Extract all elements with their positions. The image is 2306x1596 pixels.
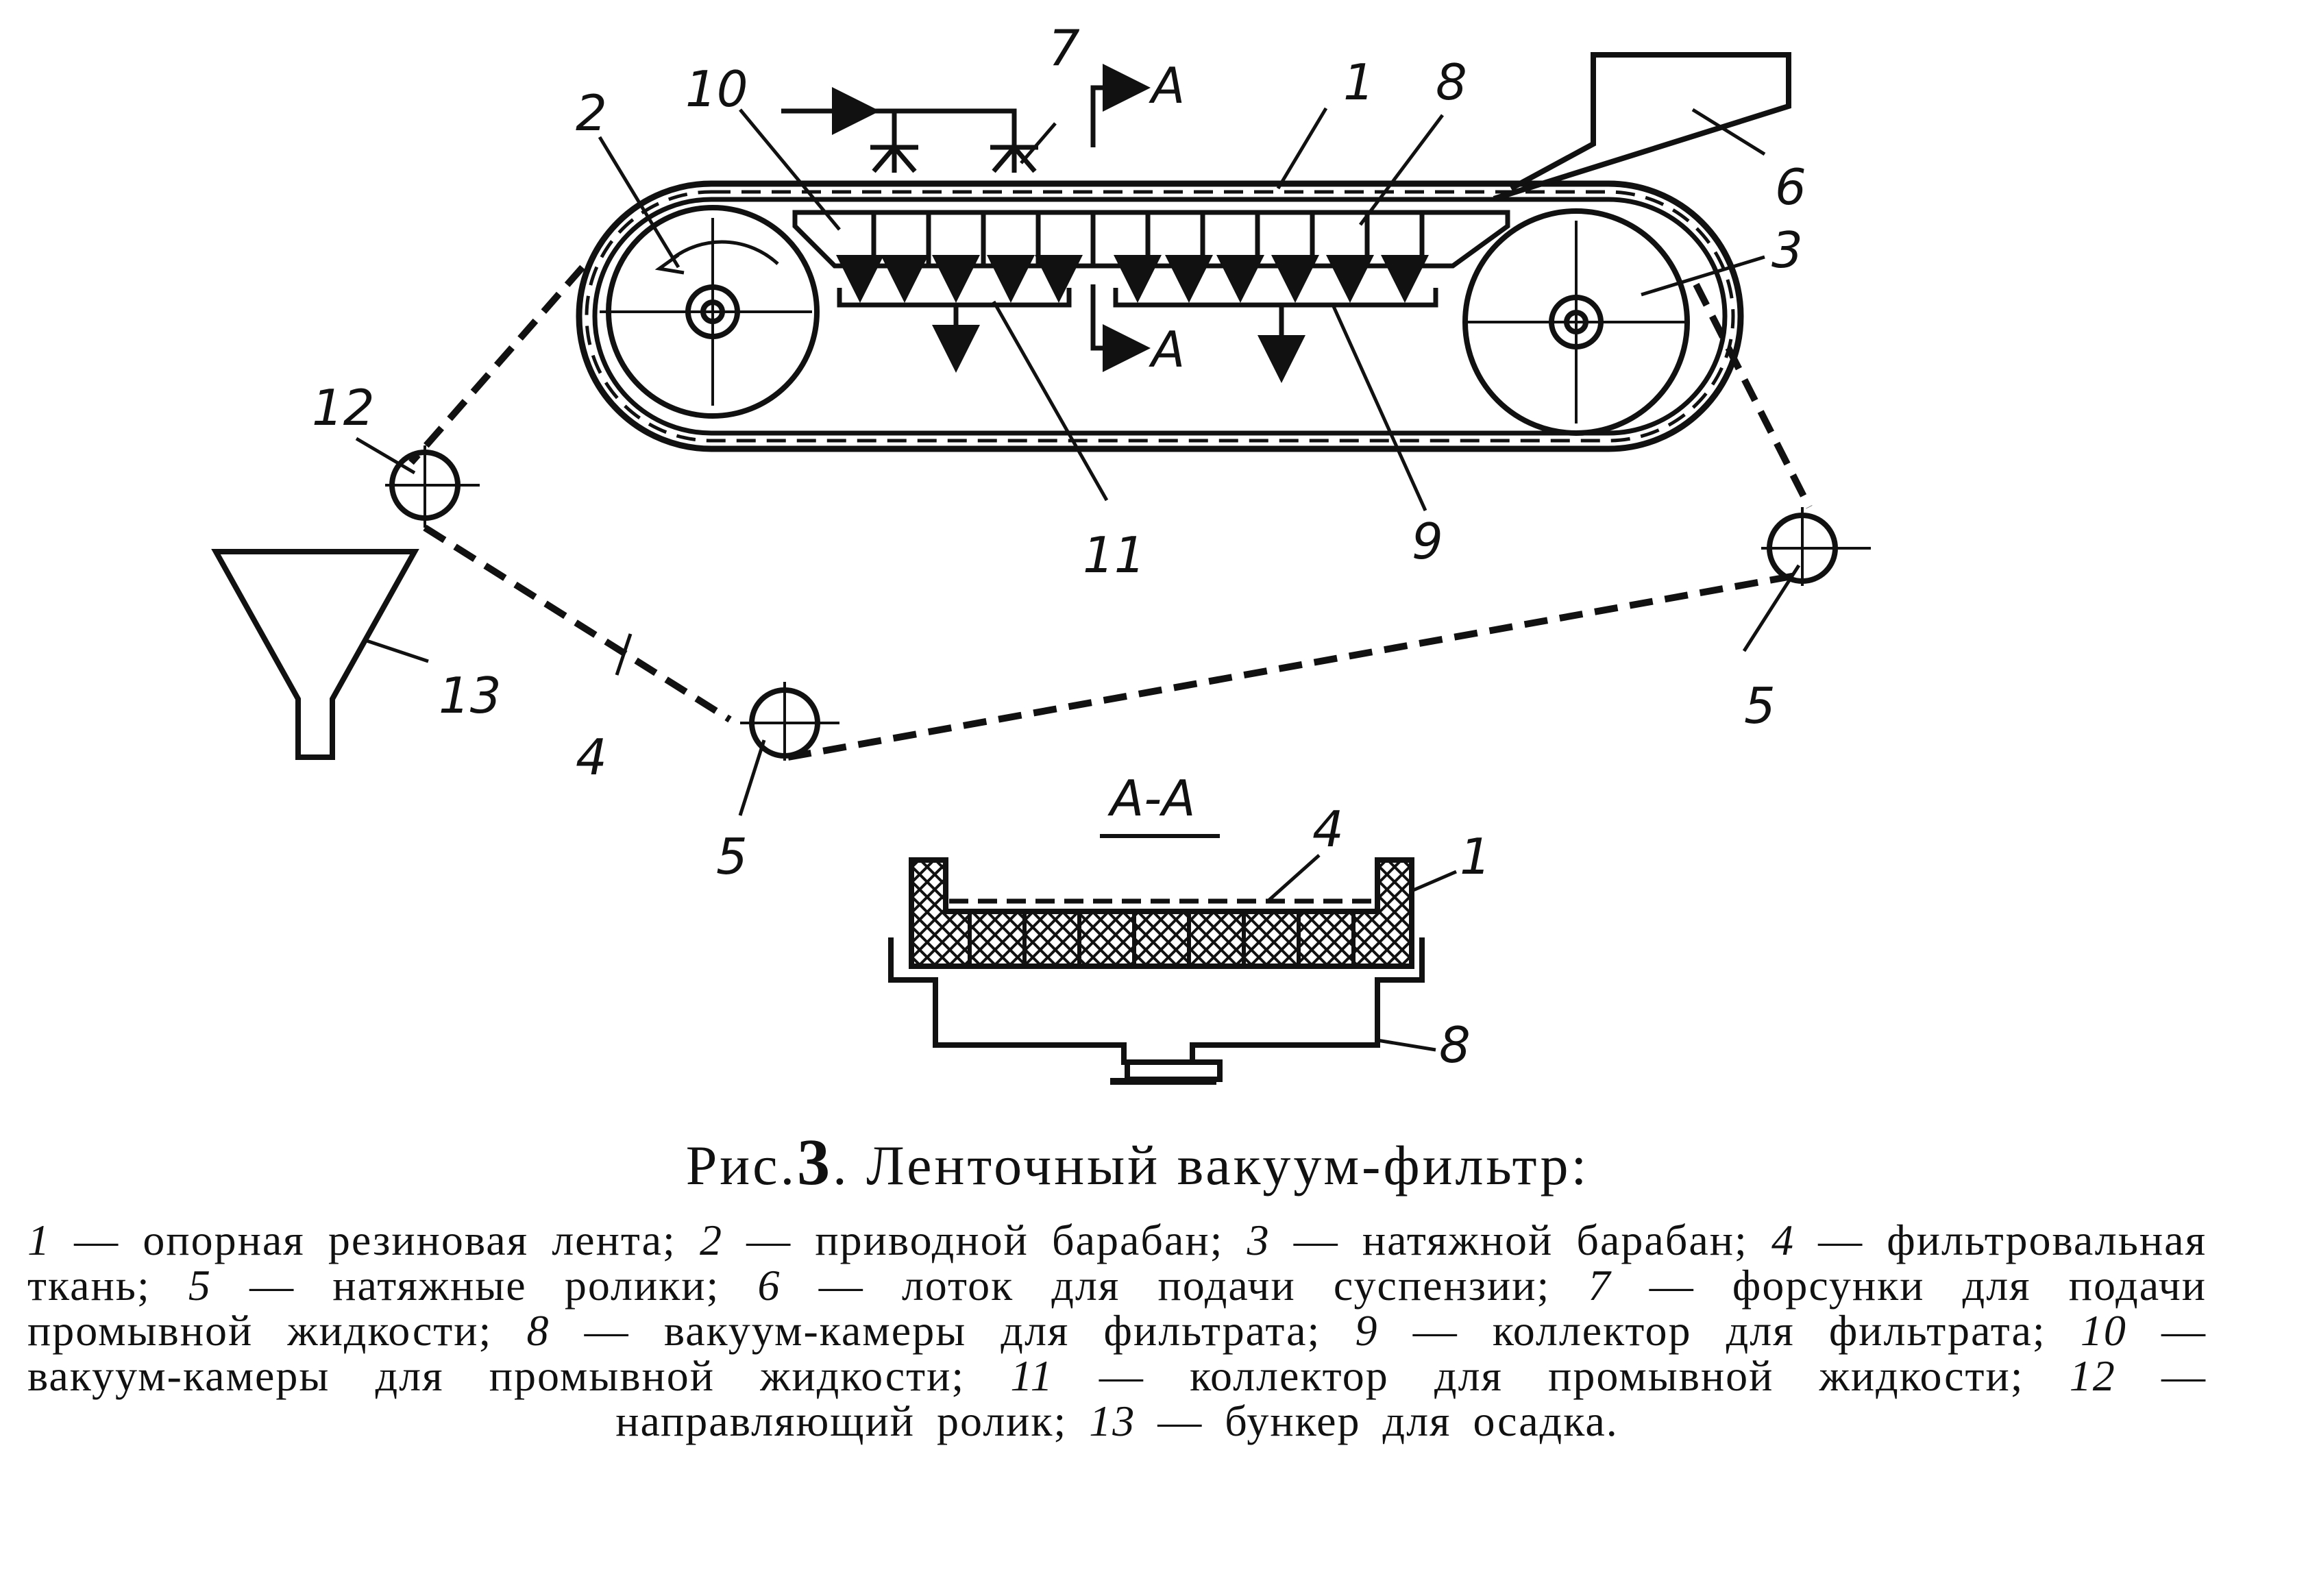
section-callout-4: 4 (1312, 800, 1344, 858)
legend-text: — приводной барабан; (722, 1216, 1247, 1264)
legend-number: 1 (27, 1216, 51, 1264)
callout-12: 12 (312, 379, 375, 437)
callout-4: 4 (576, 728, 607, 786)
legend-text: — натяжные ролики; (211, 1261, 758, 1310)
callout-8: 8 (1436, 53, 1467, 111)
callout-labels: 1 8 7 10 2 6 3 12 13 4 5 5 11 9 A A A-A … (312, 19, 1806, 1074)
figure-legend: 1 — опорная резиновая лента; 2 — приводн… (27, 1218, 2207, 1444)
section-markers (1090, 64, 1151, 372)
legend-text: — коллектор для фильтрата; (1378, 1306, 2081, 1355)
callout-11: 11 (1083, 526, 1146, 584)
callout-10: 10 (685, 60, 748, 118)
legend-text: — опорная резиновая лента; (51, 1216, 700, 1264)
collectors (836, 255, 1438, 383)
tension-roller-bottom (740, 682, 839, 761)
callout-9: 9 (1412, 513, 1443, 570)
cross-section-aa (888, 834, 1457, 1085)
figure-number: 3 (797, 1125, 833, 1199)
caption-title: Рис.3. Ленточный вакуум-фильтр: (69, 1124, 2207, 1200)
guide-roller (385, 445, 480, 528)
suspension-chute (1493, 52, 1791, 201)
callout-7: 7 (1048, 19, 1080, 77)
cake-hopper (211, 549, 419, 760)
legend-text: — лоток для подачи суспензии; (781, 1261, 1589, 1310)
callout-2: 2 (576, 84, 607, 142)
caption-prefix: Рис. (685, 1134, 798, 1196)
callout-5-bottom: 5 (716, 828, 748, 885)
legend-text: — вакуум-камеры для промывной жидкости; (27, 1306, 2207, 1400)
legend-text: — фильтровальная ткань; (27, 1216, 2207, 1310)
legend-text: — натяжной барабан; (1270, 1216, 1771, 1264)
section-title: A-A (1107, 770, 1196, 827)
legend-number: 7 (1588, 1261, 1612, 1310)
legend-number: 10 (2080, 1306, 2127, 1355)
section-mark-top: A (1149, 57, 1185, 114)
legend-number: 11 (1010, 1351, 1054, 1400)
legend-number: 8 (526, 1306, 550, 1355)
callout-3: 3 (1771, 221, 1803, 279)
legend-number: 9 (1355, 1306, 1379, 1355)
legend-text: — направляющий ролик; (615, 1351, 2207, 1445)
tension-roller-right (1761, 507, 1871, 586)
legend-text: — вакуум-камеры для фильтрата; (550, 1306, 1356, 1355)
section-callout-1: 1 (1460, 828, 1491, 885)
section-mark-bottom: A (1149, 321, 1185, 378)
callout-1: 1 (1343, 53, 1375, 111)
support-belt (576, 180, 1744, 452)
legend-number: 3 (1247, 1216, 1271, 1264)
callout-5-right: 5 (1744, 677, 1776, 735)
legend-number: 6 (757, 1261, 781, 1310)
wash-nozzles (781, 87, 1038, 173)
leader-lines (355, 107, 1801, 816)
section-callout-8: 8 (1439, 1016, 1471, 1074)
legend-text: — бункер для осадка. (1136, 1397, 1619, 1445)
legend-text: — коллектор для промывной жидкости; (1053, 1351, 2070, 1400)
drive-drum (600, 205, 820, 419)
legend-number: 12 (2069, 1351, 2116, 1400)
callout-13: 13 (439, 667, 502, 724)
legend-number: 4 (1771, 1216, 1795, 1264)
callout-6: 6 (1775, 158, 1806, 216)
legend-number: 2 (699, 1216, 723, 1264)
filter-cloth (408, 265, 1813, 761)
tension-drum (1462, 208, 1690, 436)
vacuum-chambers (792, 210, 1510, 269)
figure-caption: Рис.3. Ленточный вакуум-фильтр: 1 — опор… (27, 1124, 2207, 1444)
legend-number: 5 (188, 1261, 212, 1310)
caption-title-text: . Ленточный вакуум-фильтр: (833, 1134, 1590, 1196)
legend-text: — форсунки для подачи промывной жидкости… (27, 1261, 2207, 1355)
legend-number: 13 (1089, 1397, 1136, 1445)
